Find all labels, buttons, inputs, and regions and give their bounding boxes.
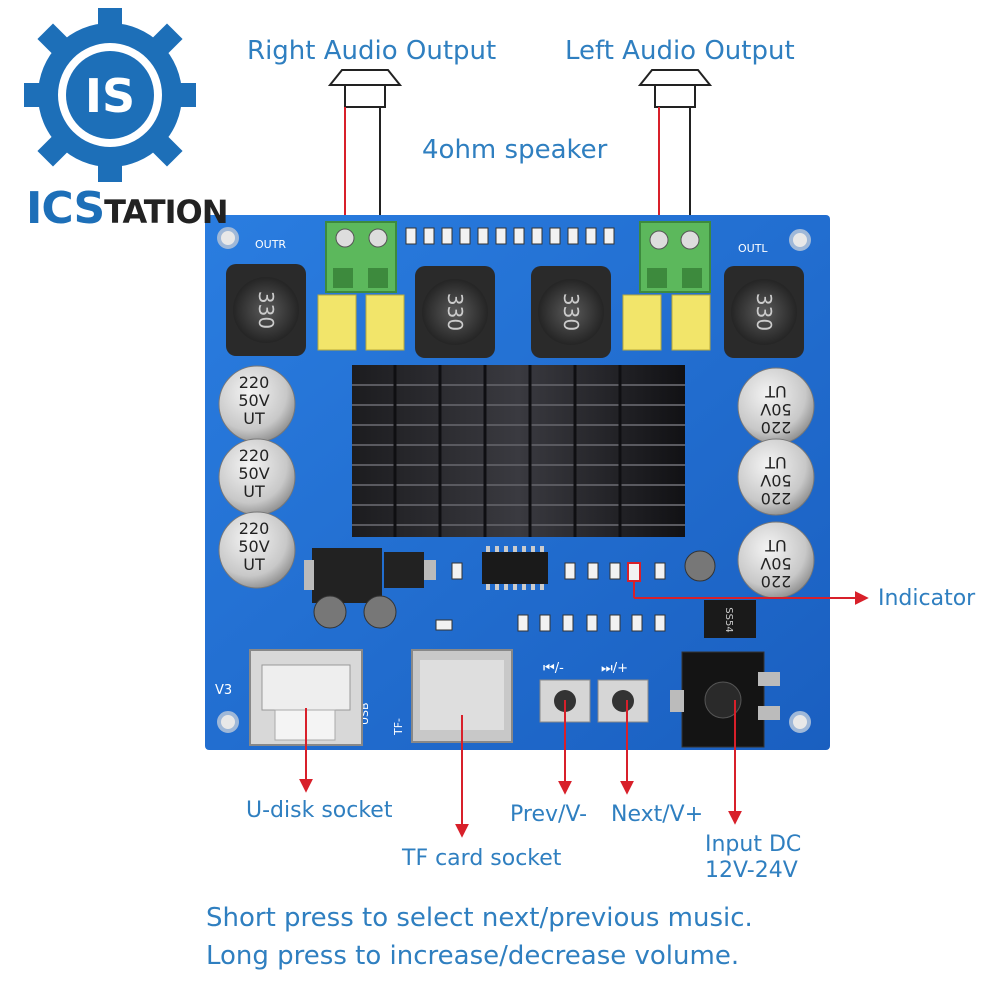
svg-text:50V: 50V: [760, 554, 791, 573]
svg-text:50V: 50V: [760, 400, 791, 419]
input-dc-range: 12V-24V: [705, 858, 798, 883]
diode: SS54: [704, 600, 756, 638]
svg-text:UT: UT: [765, 453, 787, 472]
dc-jack: [670, 651, 780, 748]
silk-outl: OUTL: [738, 242, 768, 255]
inductor-4: 330: [724, 266, 804, 358]
svg-text:50V: 50V: [238, 391, 269, 410]
silk-tf: TF-: [392, 718, 405, 736]
heatsink: [352, 365, 685, 537]
capacitor-left-3: 220 50V UT: [218, 511, 296, 589]
small-caps: [313, 550, 716, 629]
svg-text:330: 330: [559, 293, 583, 331]
input-dc-label: Input DC: [705, 832, 802, 857]
next-button[interactable]: [597, 679, 649, 723]
mount-holes: [217, 227, 811, 733]
note-line-1: Short press to select next/previous musi…: [206, 903, 753, 933]
tf-card-label: TF card socket: [402, 846, 562, 871]
right-speaker-icon: [327, 69, 403, 108]
inductor-3: 330: [531, 266, 611, 358]
capacitor-left-1: 220 50V UT: [218, 365, 296, 443]
prev-button-silk: ⏮/-: [543, 661, 564, 676]
logo-wordmark: ICSTATION: [26, 183, 229, 234]
note-line-2: Long press to increase/decrease volume.: [206, 941, 740, 971]
logo-gear-icon: IS: [24, 8, 196, 182]
svg-text:220: 220: [239, 446, 270, 465]
left-audio-label: Left Audio Output: [565, 36, 795, 66]
svg-text:50V: 50V: [238, 464, 269, 483]
svg-text:220: 220: [239, 519, 270, 538]
svg-text:220: 220: [761, 418, 792, 437]
capacitor-right-3: 220 50V UT: [737, 521, 815, 599]
svg-text:330: 330: [443, 293, 467, 331]
voltage-regulator: [304, 548, 436, 603]
svg-text:220: 220: [761, 489, 792, 508]
right-audio-label: Right Audio Output: [247, 36, 497, 66]
svg-text:330: 330: [752, 293, 776, 331]
silk-outr: OUTR: [255, 238, 286, 251]
svg-text:220: 220: [239, 373, 270, 392]
indicator-led: [627, 562, 641, 582]
film-capacitors: [317, 294, 711, 351]
logo-mark: IS: [85, 69, 135, 123]
silk-v3: V3: [215, 683, 232, 698]
capacitor-left-2: 220 50V UT: [218, 438, 296, 516]
svg-text:SS54: SS54: [723, 607, 734, 632]
capacitor-right-2: 220 50V UT: [737, 438, 815, 516]
svg-text:UT: UT: [243, 409, 265, 428]
svg-text:50V: 50V: [238, 537, 269, 556]
svg-text:UT: UT: [765, 536, 787, 555]
smd-component-row: [405, 227, 615, 245]
svg-text:UT: UT: [765, 382, 787, 401]
next-label: Next/V+: [611, 802, 704, 827]
smd-cluster: [435, 562, 666, 632]
svg-text:UT: UT: [243, 555, 265, 574]
tf-card-socket: [411, 649, 513, 743]
svg-text:220: 220: [761, 572, 792, 591]
inductor-2: 330: [415, 266, 495, 358]
indicator-label: Indicator: [878, 586, 976, 611]
udisk-label: U-disk socket: [246, 798, 393, 823]
left-speaker-icon: [637, 69, 713, 108]
next-button-silk: ⏭/+: [601, 661, 628, 676]
speaker-label: 4ohm speaker: [422, 135, 608, 165]
svg-text:UT: UT: [243, 482, 265, 501]
svg-text:330: 330: [254, 291, 278, 329]
inductor-1: 330: [226, 264, 306, 356]
prev-label: Prev/V-: [510, 802, 588, 827]
svg-text:50V: 50V: [760, 471, 791, 490]
main-ic: [482, 546, 548, 590]
left-output-terminal: [639, 221, 711, 293]
right-output-terminal: [325, 221, 397, 293]
capacitor-right-1: 220 50V UT: [737, 367, 815, 445]
